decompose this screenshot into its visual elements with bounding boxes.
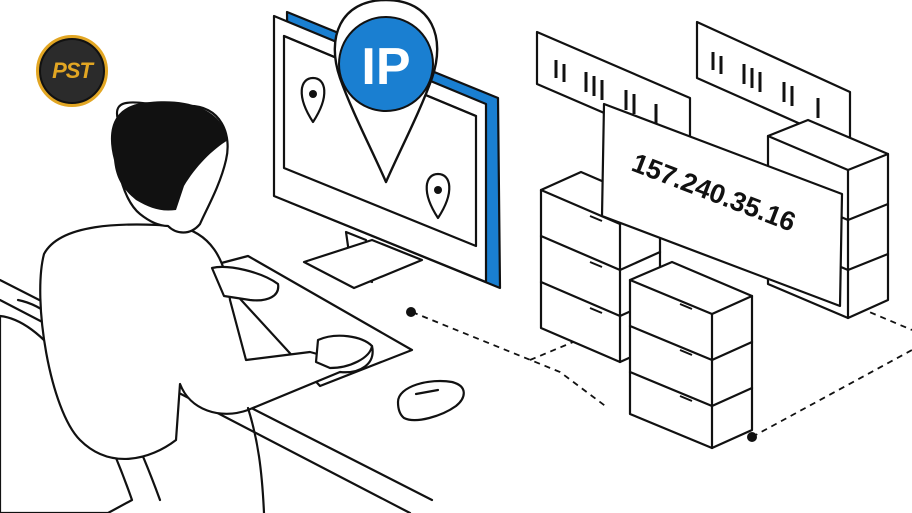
brand-logo: PST [36, 35, 108, 107]
ip-address-panel: 157.240.35.16 [600, 102, 844, 308]
ip-pin-label: IP [361, 38, 410, 96]
mouse [396, 379, 465, 422]
cable-node [406, 307, 416, 317]
cable-node [747, 432, 757, 442]
person [39, 101, 374, 513]
ip-location-pin-icon: IP [333, 0, 439, 184]
network-cables [406, 307, 912, 442]
server-stack-front [628, 260, 754, 450]
map-pin-small-icon [425, 172, 451, 220]
map-pin-small-icon [300, 76, 326, 124]
brand-logo-text: PST [52, 58, 93, 83]
barcode-panel-left [535, 30, 692, 152]
monitor-stand-base [302, 238, 424, 290]
